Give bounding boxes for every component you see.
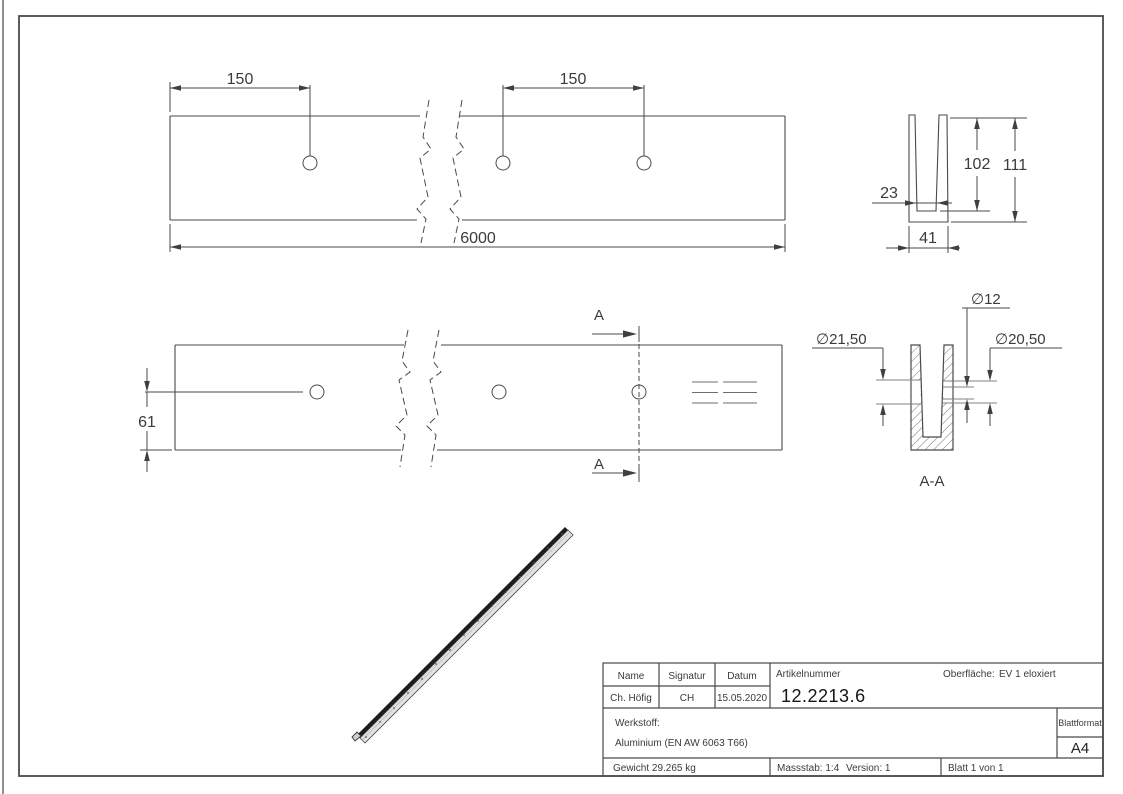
iso-holes bbox=[365, 533, 563, 738]
window-left-edge bbox=[2, 0, 4, 794]
top-view: 150 150 6000 bbox=[169, 71, 786, 252]
glass-marks bbox=[692, 381, 757, 404]
iso-top-edge bbox=[357, 527, 568, 738]
dim-41: 41 bbox=[919, 230, 937, 247]
hole bbox=[491, 384, 507, 400]
dim-102: 102 bbox=[964, 156, 991, 173]
iso-edge-line bbox=[361, 531, 571, 741]
dim-61: 61 bbox=[138, 414, 156, 431]
tb-gewicht: Gewicht 29.265 kg bbox=[613, 763, 696, 774]
front-view: 61 A A bbox=[138, 307, 783, 482]
dia-21-50: ∅21,50 bbox=[816, 331, 867, 348]
tb-oberflaeche-value: EV 1 eloxiert bbox=[999, 669, 1056, 680]
break-line bbox=[449, 99, 465, 244]
isometric-view bbox=[351, 527, 574, 744]
tb-name-value: Ch. Höfig bbox=[610, 693, 652, 704]
section-view: ∅21,50 ∅12 ∅20,50 A-A bbox=[812, 291, 1062, 490]
tb-massstab: Massstab: 1:4 bbox=[777, 763, 840, 774]
section-title: A-A bbox=[919, 473, 944, 490]
tb-blattformat-label: Blattformat bbox=[1058, 718, 1102, 728]
tb-datum-label: Datum bbox=[727, 671, 756, 682]
iso-end-face bbox=[351, 731, 362, 742]
tb-werkstoff-label: Werkstoff: bbox=[615, 718, 660, 729]
section-profile bbox=[910, 344, 954, 451]
tb-signatur-value: CH bbox=[680, 693, 694, 704]
break-line bbox=[426, 329, 442, 468]
tb-blatt: Blatt 1 von 1 bbox=[948, 763, 1004, 774]
hole bbox=[636, 155, 652, 171]
dim-6000: 6000 bbox=[460, 230, 496, 247]
section-letter-top: A bbox=[594, 307, 604, 324]
tb-name-label: Name bbox=[618, 671, 645, 682]
sheet-border bbox=[18, 15, 1104, 777]
dia-20-50: ∅20,50 bbox=[995, 331, 1046, 348]
hole-void bbox=[911, 380, 921, 404]
title-block-border bbox=[602, 662, 1104, 777]
dim-150-left: 150 bbox=[227, 71, 254, 88]
dim-23: 23 bbox=[880, 185, 898, 202]
tb-datum-value: 15.05.2020 bbox=[717, 693, 767, 704]
hole bbox=[309, 384, 325, 400]
tb-werkstoff-value: Aluminium (EN AW 6063 T66) bbox=[615, 738, 748, 749]
dia-12: ∅12 bbox=[971, 291, 1001, 308]
tb-oberflaeche-label: Oberfläche: bbox=[943, 669, 995, 680]
title-block: Name Signatur Datum Ch. Höfig CH 15.05.2… bbox=[602, 662, 1104, 777]
tb-blattformat-value: A4 bbox=[1071, 740, 1089, 757]
dim-111: 111 bbox=[1003, 157, 1027, 174]
hole bbox=[302, 155, 318, 171]
break-line bbox=[395, 329, 411, 468]
tb-version: Version: 1 bbox=[846, 763, 891, 774]
tb-signatur-label: Signatur bbox=[668, 671, 706, 682]
tb-artikelnummer-label: Artikelnummer bbox=[776, 669, 841, 680]
end-view: 23 41 102 111 bbox=[872, 114, 1027, 253]
hole bbox=[495, 155, 511, 171]
hole-void bbox=[943, 381, 953, 403]
iso-body bbox=[359, 529, 574, 744]
break-line bbox=[416, 99, 432, 244]
tb-artikelnummer-value: 12.2213.6 bbox=[781, 686, 866, 706]
dim-150-right: 150 bbox=[560, 71, 587, 88]
section-letter-bottom: A bbox=[594, 456, 604, 473]
